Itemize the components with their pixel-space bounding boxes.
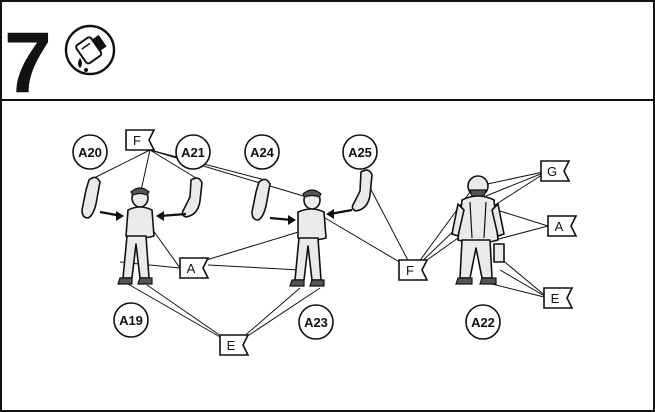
svg-text:E: E [227,338,236,353]
svg-text:A24: A24 [250,145,275,160]
step-number: 7 [4,15,52,111]
callout-a24: A24 [244,134,280,170]
svg-text:F: F [133,133,141,148]
svg-text:G: G [547,164,557,179]
svg-text:A22: A22 [471,315,495,330]
arm-part-a24 [251,178,271,221]
arm-part-a20 [81,176,101,219]
svg-text:A: A [187,261,196,276]
arm-part-a21 [181,177,203,218]
figure-part-a23 [289,189,327,287]
callout-a21: A21 [175,134,211,170]
svg-text:F: F [406,263,414,278]
callout-a25: A25 [342,134,378,170]
svg-text:A19: A19 [119,313,143,328]
callout-a20: A20 [72,134,108,170]
color-flag-a-left: A [179,257,210,279]
color-flag-e-bottom: E [219,334,250,356]
paint-bottle-icon [64,24,116,76]
svg-text:A25: A25 [348,145,372,160]
color-flag-g: G [540,160,571,182]
callout-a23: A23 [298,304,334,340]
svg-text:A23: A23 [304,315,328,330]
color-flag-a-right: A [547,215,578,237]
svg-text:A21: A21 [181,145,205,160]
svg-text:E: E [551,291,560,306]
color-flag-f-top: F [125,129,156,151]
arm-part-a25 [351,169,373,212]
callout-a19: A19 [113,302,149,338]
color-flag-e-right: E [543,287,574,309]
color-flag-f-right: F [398,259,429,281]
figure-part-a22 [451,175,505,285]
callout-a22: A22 [465,304,501,340]
figure-part-a19 [117,187,155,285]
assembly-arrows [99,208,353,225]
svg-text:A20: A20 [78,145,102,160]
svg-text:A: A [555,219,564,234]
